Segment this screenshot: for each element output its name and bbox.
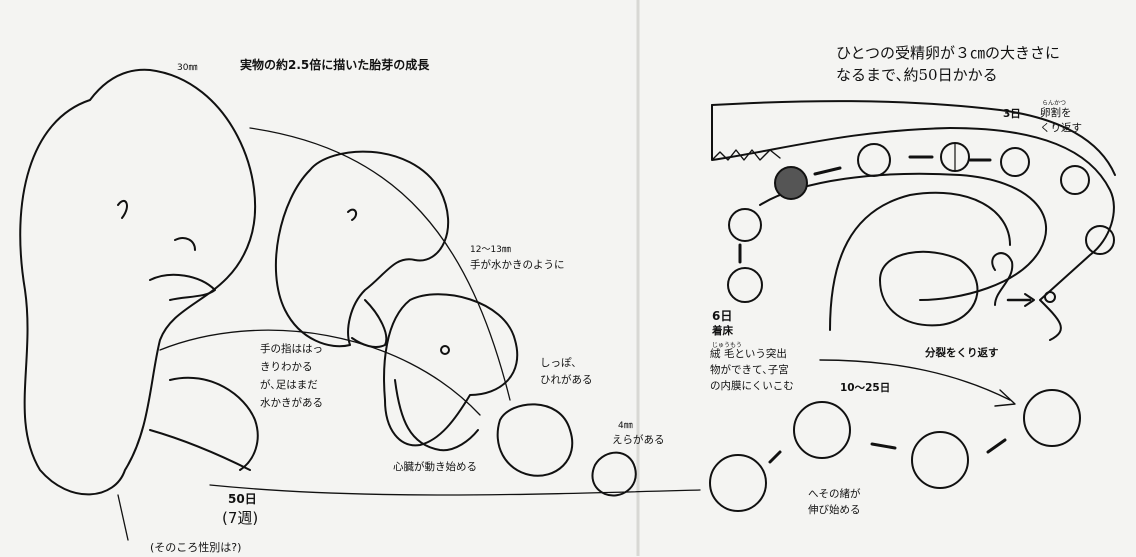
size-30mm-label: 30㎜ [177,63,198,73]
headline: ひとつの受精卵が３㎝の大きさに なるまで､約50日かかる [836,44,1060,84]
growth-arc [159,329,481,416]
day50-label: 50日 [228,492,257,506]
embryo-4mm [496,403,637,497]
gills-label: えらがある [612,434,665,446]
days-10-25-label: 10～25日 [840,382,891,394]
implantation-label: 着床 [712,325,733,337]
embryo-30-days [383,293,519,452]
embryo-sacs [709,389,1081,512]
day6-label: 6日 [712,309,733,323]
villi-ruby: じゅうもう [712,342,742,349]
tail-fins-label: しっぽ､ ひれがある [540,357,593,386]
day3-label: 3日 [1003,108,1021,120]
villi-note: 絨 毛という突出 物ができて､子宮 の内膜にくいこむ [710,348,794,392]
size-12-13mm-label: 12～13㎜ [470,245,511,255]
repeat-division-label: 分裂をくり返す [925,347,999,359]
gender-question: (そのころ性別は?) [150,541,242,554]
growth-arc [249,127,511,401]
cleavage-ruby: らんかつ [1042,100,1067,107]
cleavage-stages [727,142,1115,303]
hands-paddles-label: 手が水かきのように [470,259,565,271]
uterus-diagram [711,100,1116,341]
embryo-50-days [19,68,259,496]
villi-texture [711,149,781,161]
cleavage-label: 卵割を くり返す [1040,107,1082,134]
heart-starts-label: 心臓が動き始める [393,461,477,473]
fingers-note: 手の指ははっ きりわかる が､足はまだ 水かきがある [260,343,323,409]
week7-label: (7週) [222,509,259,527]
umbilical-note: へその緒が 伸び始める [808,488,861,516]
growth-arc [209,484,701,496]
embryo-40-days [274,150,450,348]
size-4mm-label: 4㎜ [618,421,633,431]
division-arrow [819,359,1011,401]
diagram-title: 実物の約2.5倍に描いた胎芽の成長 [240,58,430,72]
